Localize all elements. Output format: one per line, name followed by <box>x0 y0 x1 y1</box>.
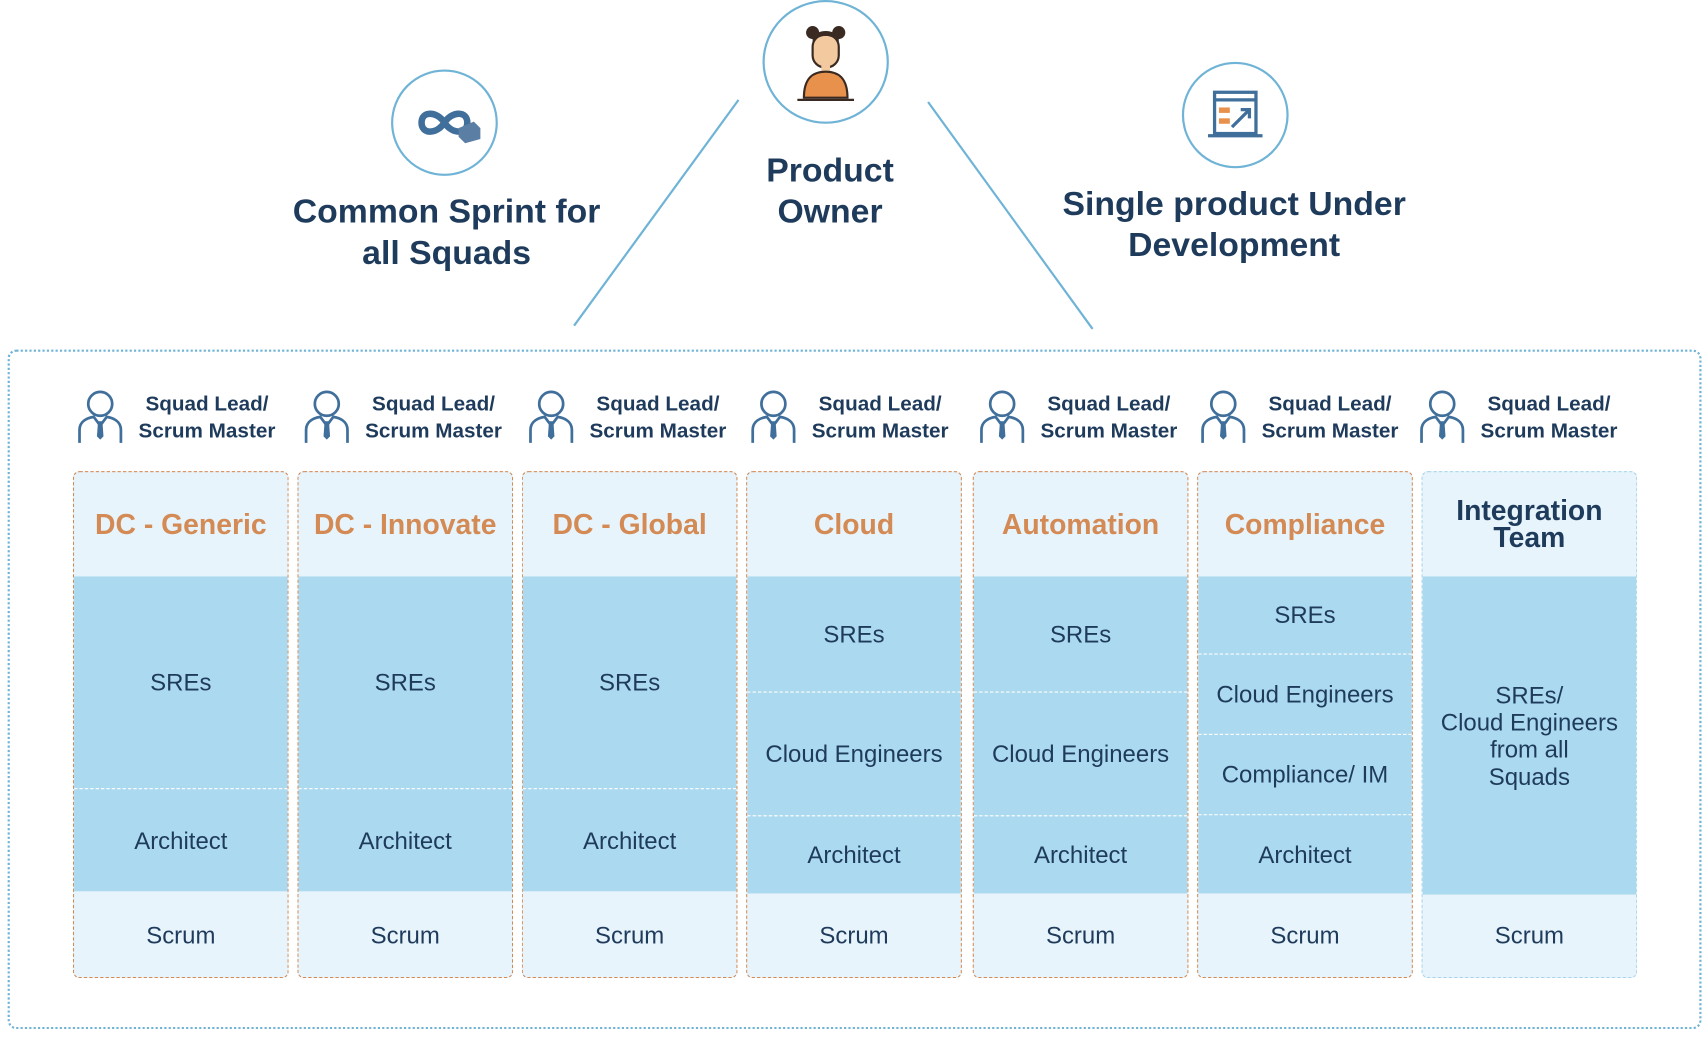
squad-title: Cloud <box>813 507 895 541</box>
scrum-label: Scrum <box>594 921 665 949</box>
squad-lead-label: Squad Lead/ Scrum Master <box>1480 392 1618 443</box>
role-cell: SREs <box>522 576 737 789</box>
sprint-heading: Common Sprint for all Squads <box>292 192 601 272</box>
role-cell: Cloud Engineers <box>973 691 1188 816</box>
person-icon <box>303 389 351 451</box>
scrum-label: Scrum <box>819 921 889 949</box>
squad-title: DC - Global <box>552 507 707 541</box>
person-icon <box>1199 389 1247 451</box>
squad-lead-label: Squad Lead/ Scrum Master <box>1040 392 1178 443</box>
person-icon <box>749 389 797 451</box>
role-cell: SREs/ Cloud Engineers from all Squads <box>1422 576 1637 895</box>
scrum-label: Scrum <box>1270 921 1340 949</box>
role-cell: Cloud Engineers <box>1198 653 1412 734</box>
squad-title: Automation <box>1001 507 1160 541</box>
squad-lead-label: Squad Lead/ Scrum Master <box>365 392 502 443</box>
connector-line-right <box>927 101 1094 330</box>
role-cell: Cloud Engineers <box>747 691 961 816</box>
role-cell: Architect <box>74 788 288 892</box>
infinity-icon <box>391 69 498 176</box>
person-icon <box>527 389 575 451</box>
squad-lead: Squad Lead/ Scrum Master <box>1199 386 1417 447</box>
person-icon <box>76 389 124 451</box>
product-chart-icon <box>1181 61 1289 169</box>
squad-lead-label: Squad Lead/ Scrum Master <box>138 392 276 443</box>
squad-lead: Squad Lead/ Scrum Master <box>978 386 1196 447</box>
product-owner-avatar-icon <box>762 0 889 124</box>
squad-title: Integration Team <box>1456 493 1603 554</box>
role-cell: SREs <box>74 576 288 789</box>
role-cell: Architect <box>747 815 961 894</box>
role-cell: SREs <box>747 576 961 692</box>
person-icon <box>1418 389 1466 451</box>
scrum-label: Scrum <box>146 921 216 949</box>
connector-lines <box>573 99 1094 330</box>
squad-lead-label: Squad Lead/ Scrum Master <box>811 392 949 443</box>
squad-lead: Squad Lead/ Scrum Master <box>303 386 521 447</box>
role-cell: Architect <box>298 788 512 892</box>
squad-lead: Squad Lead/ Scrum Master <box>76 386 294 447</box>
connector-line-left <box>573 99 740 327</box>
squad-title: Compliance <box>1224 507 1386 541</box>
squads-container <box>7 349 1702 1030</box>
role-cell: SREs <box>1198 576 1412 654</box>
role-cell: Architect <box>522 788 737 892</box>
role-cell: SREs <box>298 576 512 789</box>
role-cell: Compliance/ IM <box>1198 733 1412 815</box>
squad-lead: Squad Lead/ Scrum Master <box>749 386 967 447</box>
squad-title: DC - Generic <box>95 507 267 541</box>
scrum-label: Scrum <box>370 921 440 949</box>
squad-lead: Squad Lead/ Scrum Master <box>527 386 745 447</box>
scrum-label: Scrum <box>1045 921 1116 949</box>
squad-title: DC - Innovate <box>313 507 497 541</box>
person-icon <box>978 389 1026 451</box>
squad-lead-label: Squad Lead/ Scrum Master <box>1261 392 1399 443</box>
role-cell: Architect <box>973 815 1188 894</box>
role-cell: Architect <box>1198 814 1412 894</box>
role-cell: SREs <box>973 576 1188 692</box>
product-owner-heading: Product Owner <box>766 150 894 231</box>
product-heading: Single product Under Development <box>1062 184 1406 264</box>
squad-lead: Squad Lead/ Scrum Master <box>1418 386 1636 447</box>
scrum-label: Scrum <box>1494 921 1564 949</box>
squad-lead-label: Squad Lead/ Scrum Master <box>589 392 727 443</box>
